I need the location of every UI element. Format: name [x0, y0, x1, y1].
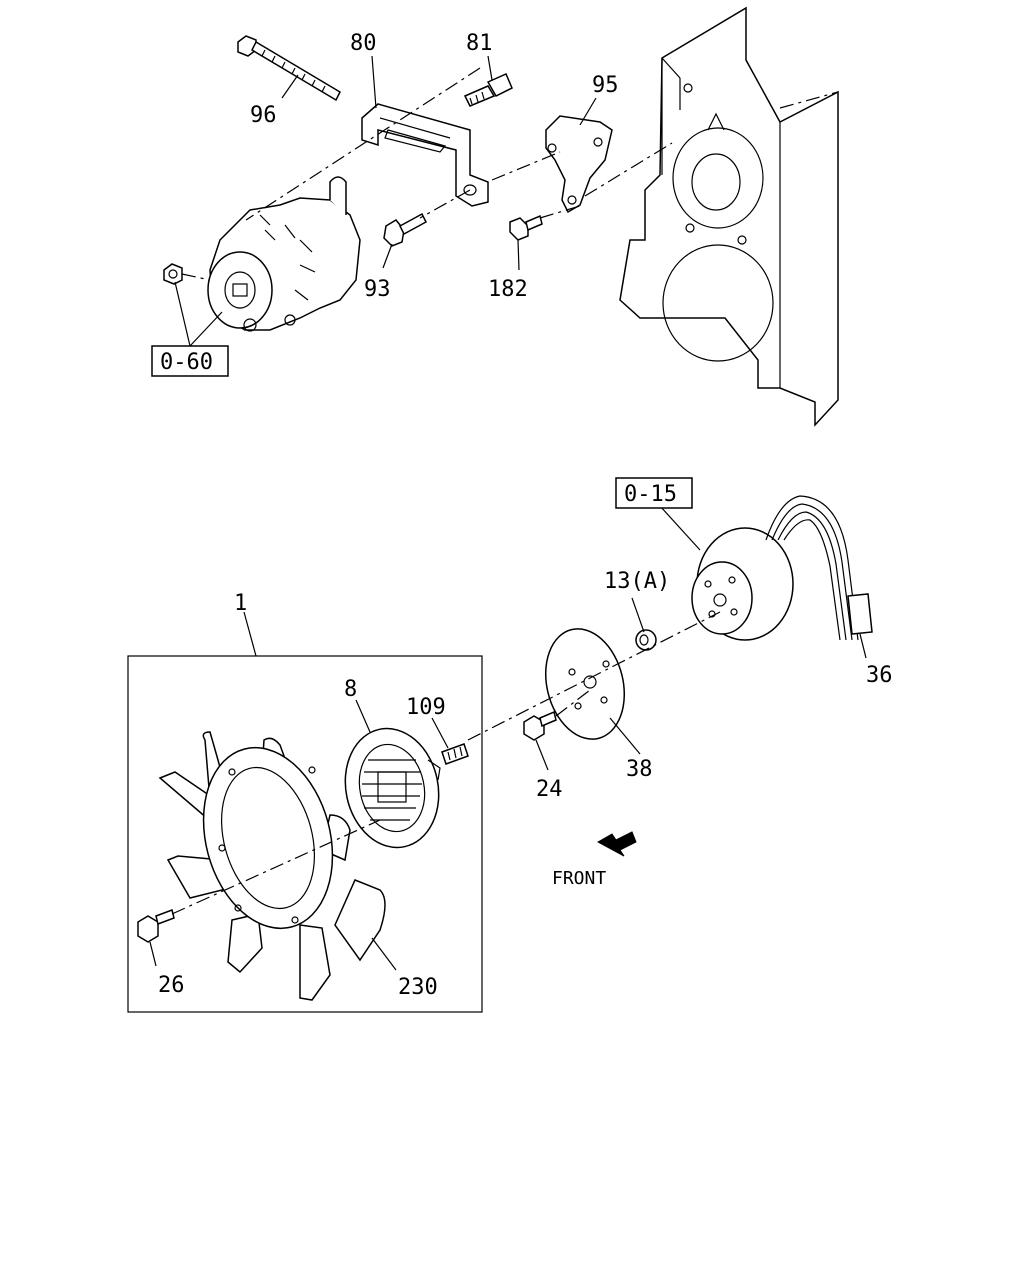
- ref-label-060: 0-60: [160, 350, 213, 375]
- label-182: 182: [488, 277, 528, 302]
- bottom-leader-lines: [149, 505, 867, 971]
- bracket-80: [361, 103, 489, 207]
- label-24: 24: [536, 777, 563, 802]
- label-26: 26: [158, 973, 185, 998]
- bolt-96: [237, 35, 341, 102]
- power-steering-pump: [207, 176, 361, 332]
- ref-box-060: 0-60: [151, 345, 229, 377]
- label-109: 109: [406, 695, 446, 720]
- bracket-95: [545, 115, 613, 214]
- bolt-26: [137, 909, 175, 943]
- label-1: 1: [234, 591, 247, 616]
- label-80: 80: [350, 31, 377, 56]
- front-arrow-icon: [596, 831, 637, 857]
- bolt-182: [509, 214, 543, 241]
- label-96: 96: [250, 103, 277, 128]
- label-95: 95: [592, 73, 619, 98]
- bottom-assembly-lines: [171, 611, 721, 915]
- label-230: 230: [398, 975, 438, 1000]
- label-81: 81: [466, 31, 493, 56]
- label-38: 38: [626, 757, 653, 782]
- engine-block: [619, 6, 839, 427]
- label-36: 36: [866, 663, 893, 688]
- bolt-93: [383, 212, 427, 247]
- v-belt-36: [765, 495, 873, 641]
- front-label: FRONT: [552, 868, 606, 889]
- water-pump-pulley: [691, 527, 794, 641]
- cooling-fan-230: [158, 731, 386, 1001]
- label-93: 93: [364, 277, 391, 302]
- nut-060: [163, 263, 183, 285]
- ref-box-015: 0-15: [615, 477, 693, 509]
- bolt-81: [463, 73, 513, 107]
- stud-109: [441, 743, 469, 765]
- label-13a: 13(A): [604, 569, 670, 594]
- label-8: 8: [344, 677, 357, 702]
- fan-clutch-8: [344, 727, 441, 849]
- ref-label-015: 0-15: [624, 482, 677, 507]
- fan-hub-plate-38: [544, 628, 626, 740]
- top-leader-lines: [174, 55, 597, 347]
- bolt-24: [523, 710, 557, 741]
- washer-13a: [635, 629, 657, 651]
- top-assembly-lines: [181, 67, 673, 281]
- fan-assembly-frame: [127, 655, 483, 1013]
